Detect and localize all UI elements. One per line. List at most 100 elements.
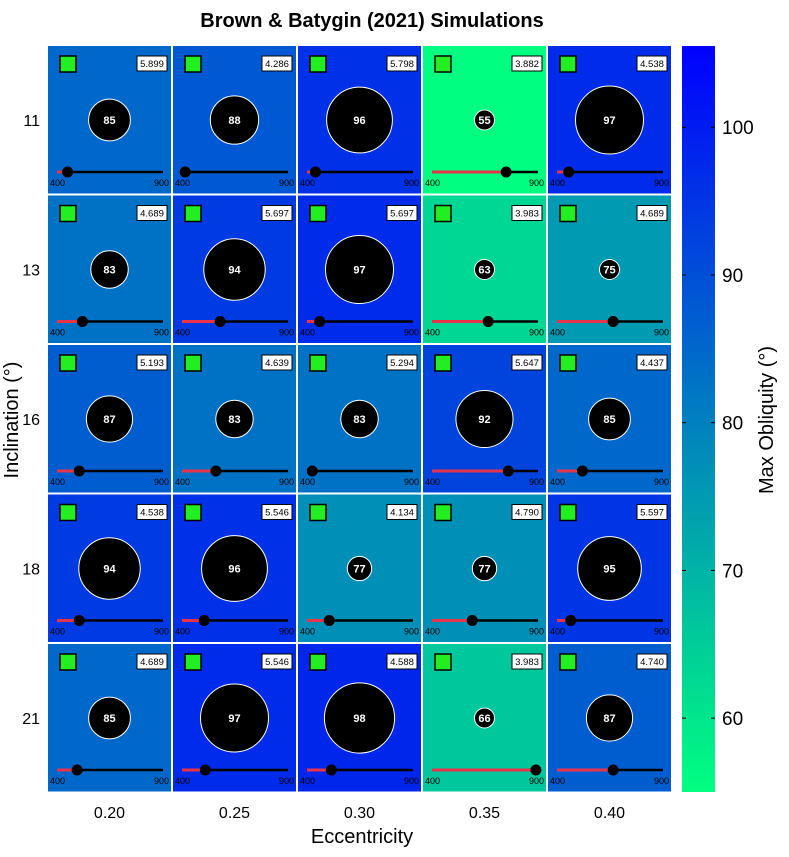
slider-min-label: 400 (550, 776, 565, 786)
value-box-text: 3.882 (515, 59, 539, 70)
value-box (136, 55, 168, 72)
obliquity-circle (209, 95, 260, 145)
value-box-text: 4.689 (140, 657, 164, 668)
green-marker-square (309, 55, 327, 73)
y-tick-label: 11 (23, 113, 40, 130)
slider-max-label: 900 (529, 328, 544, 338)
value-box (136, 653, 168, 670)
y-tick-label: 13 (22, 262, 40, 279)
slider-min-label: 400 (300, 328, 315, 338)
y-axis-label: Inclination (°) (1, 362, 23, 479)
obliquity-circle (455, 389, 514, 449)
green-marker-square (59, 354, 77, 372)
green-marker-square (184, 204, 202, 223)
obliquity-value-label: 96 (228, 564, 240, 576)
obliquity-circle (346, 555, 373, 582)
slider-min-label: 400 (550, 627, 565, 637)
value-box-text: 4.538 (140, 508, 164, 519)
slider-max-label: 900 (279, 776, 294, 786)
value-box (136, 354, 168, 371)
slider-knob (607, 316, 619, 327)
y-tick-label: 16 (22, 412, 40, 429)
obliquity-value-label: 77 (353, 564, 365, 576)
obliquity-circle (340, 399, 379, 439)
slider-min-label: 400 (550, 178, 565, 188)
value-box-text: 5.647 (515, 358, 539, 369)
value-box-text: 4.538 (640, 59, 664, 70)
value-box-text: 5.193 (140, 358, 164, 369)
obliquity-circle (575, 85, 644, 155)
slider-min-label: 400 (50, 328, 65, 338)
value-box (386, 55, 418, 72)
obliquity-value-label: 83 (103, 265, 115, 277)
obliquity-value-label: 97 (603, 115, 615, 127)
slider-min-label: 400 (425, 627, 440, 637)
obliquity-circle (203, 238, 266, 301)
colorbar-label: Max Obliquity (°) (756, 346, 778, 494)
colorbar-gradient (682, 46, 715, 792)
slider-knob (565, 615, 577, 626)
obliquity-circle (200, 683, 269, 753)
slider-min-label: 400 (425, 178, 440, 188)
obliquity-value-label: 77 (478, 564, 490, 576)
slider-knob (306, 465, 318, 477)
obliquity-value-label: 87 (103, 414, 115, 426)
green-marker-square (184, 354, 202, 372)
value-box (136, 504, 168, 520)
value-box-text: 4.689 (640, 209, 664, 220)
value-box (261, 205, 293, 221)
obliquity-circle (90, 250, 129, 289)
obliquity-value-label: 92 (478, 414, 490, 426)
value-box-text: 4.740 (640, 657, 664, 668)
obliquity-value-label: 95 (603, 564, 615, 576)
value-box-text: 4.639 (265, 358, 289, 369)
slider-max-label: 900 (154, 776, 169, 786)
obliquity-value-label: 98 (353, 713, 365, 725)
slider-max-label: 900 (529, 627, 544, 637)
obliquity-value-label: 75 (603, 265, 615, 277)
green-marker-square (434, 653, 452, 671)
obliquity-value-label: 63 (478, 265, 490, 277)
value-box (261, 354, 293, 371)
slider-max-label: 900 (404, 627, 419, 637)
value-box-text: 5.546 (265, 657, 289, 668)
slider-min-label: 400 (175, 776, 190, 786)
slider-knob (309, 166, 321, 178)
green-marker-square (309, 653, 327, 671)
value-box-text: 5.697 (390, 209, 414, 220)
slider-max-label: 900 (404, 328, 419, 338)
obliquity-circle (78, 537, 141, 600)
x-axis-label: Eccentricity (311, 826, 413, 848)
value-box (261, 55, 293, 72)
x-tick-label: 0.20 (94, 805, 125, 822)
value-box-text: 4.134 (390, 508, 414, 519)
value-box (261, 653, 293, 670)
slider-min-label: 400 (300, 477, 315, 487)
slider-knob (76, 316, 88, 327)
value-box (636, 55, 668, 72)
value-box-text: 4.790 (515, 508, 539, 519)
slider-knob (179, 166, 191, 178)
green-marker-square (559, 653, 577, 671)
slider-knob (198, 615, 210, 626)
colorbar-tick-label: 80 (722, 414, 743, 435)
slider-min-label: 400 (550, 477, 565, 487)
obliquity-circle (474, 109, 495, 131)
slider-knob (325, 764, 337, 776)
obliquity-circle (323, 682, 396, 754)
obliquity-circle (88, 98, 131, 142)
slider-knob (576, 465, 588, 477)
slider-max-label: 900 (279, 477, 294, 487)
